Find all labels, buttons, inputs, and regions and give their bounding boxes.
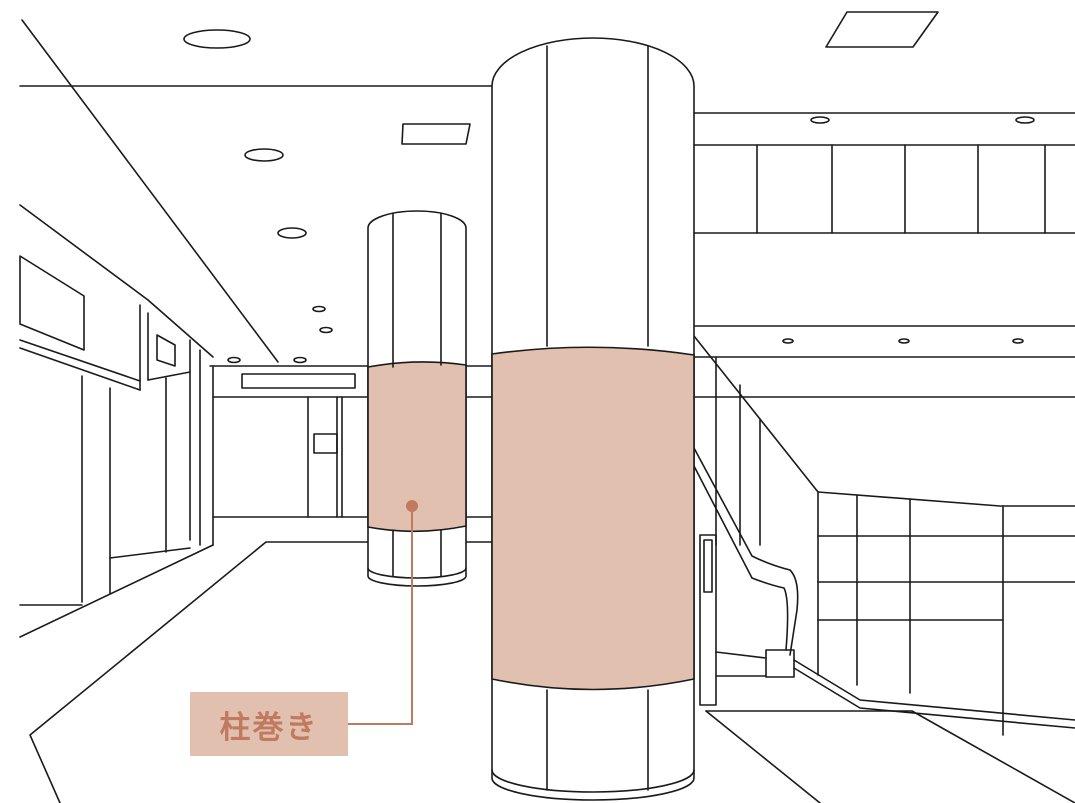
callout-label: 柱巻き	[219, 709, 319, 746]
front-column	[491, 37, 695, 801]
escalator-base	[765, 649, 795, 678]
ceiling-light	[244, 148, 284, 162]
callout-label-box: 柱巻き	[190, 692, 348, 756]
ceiling-light	[782, 338, 794, 344]
ceiling-vent	[825, 11, 939, 48]
left-wall	[19, 204, 214, 638]
ceiling-light	[319, 326, 333, 334]
back-column-wrap	[367, 361, 467, 533]
ceiling-light	[810, 116, 830, 124]
wall-sign	[156, 334, 176, 367]
ceiling-light	[898, 338, 910, 344]
ceiling-light	[312, 305, 326, 313]
ceiling-vent	[401, 123, 471, 145]
wall-sign	[19, 255, 85, 351]
ceiling-light	[183, 29, 251, 49]
back-wall	[209, 365, 495, 546]
escalator-post	[699, 534, 717, 706]
right-side	[693, 112, 1075, 736]
ceiling-light	[277, 227, 307, 239]
back-column	[367, 210, 467, 587]
ceiling-light	[227, 356, 241, 364]
callout-leader	[348, 500, 418, 725]
callout-dot	[406, 500, 418, 512]
escalator-handrail	[693, 447, 799, 656]
wall-panel	[313, 433, 338, 454]
front-column-wrap	[491, 346, 695, 691]
exit-sign	[241, 373, 356, 389]
leader-line	[348, 506, 413, 725]
ceiling-light	[1012, 338, 1024, 344]
ceiling-light	[293, 356, 307, 364]
ceiling-light	[1015, 116, 1035, 124]
ceiling	[19, 11, 939, 364]
